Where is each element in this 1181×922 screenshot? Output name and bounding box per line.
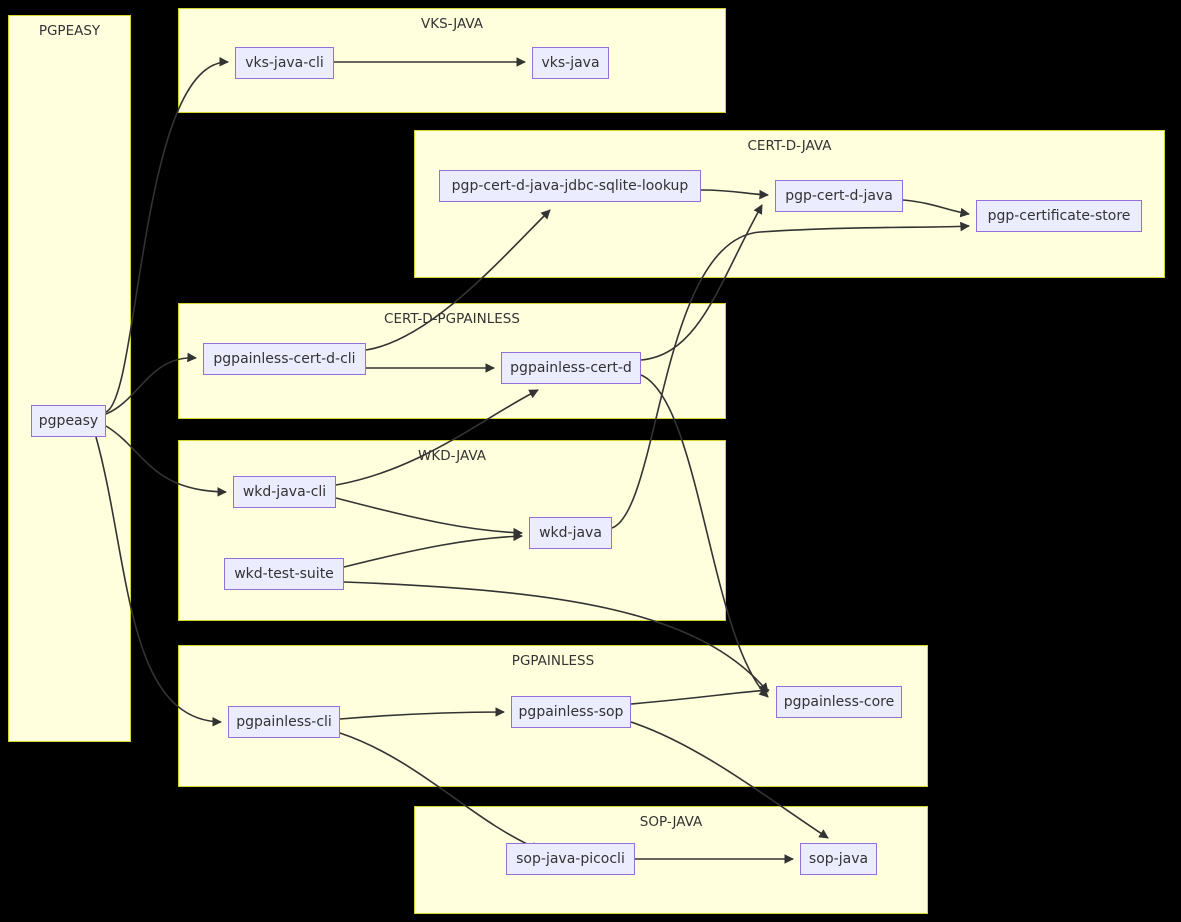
node-label-sop-java: sop-java bbox=[808, 851, 869, 867]
cluster-label-pgpainless: PGPAINLESS bbox=[511, 653, 595, 669]
node-label-vks-java-cli: vks-java-cli bbox=[245, 55, 324, 71]
node-pgpainless-cert-d[interactable]: pgpainless-cert-d bbox=[501, 352, 641, 384]
node-wkd-java-cli[interactable]: wkd-java-cli bbox=[233, 476, 336, 508]
node-pgpainless-core[interactable]: pgpainless-core bbox=[776, 686, 902, 718]
cluster-label-sop_java: SOP-JAVA bbox=[639, 814, 703, 830]
node-label-pgp-cert-d-java: pgp-cert-d-java bbox=[785, 188, 893, 204]
cluster-label-vks_java: VKS-JAVA bbox=[420, 16, 483, 32]
node-pgpainless-cert-d-cli[interactable]: pgpainless-cert-d-cli bbox=[203, 343, 366, 375]
cluster-wkd_java: WKD-JAVA bbox=[178, 440, 726, 621]
node-vks-java[interactable]: vks-java bbox=[532, 47, 609, 79]
node-wkd-test-suite[interactable]: wkd-test-suite bbox=[224, 558, 344, 590]
cluster-label-cert_d_pgpainless: CERT-D-PGPAINLESS bbox=[384, 311, 520, 327]
cluster-label-cert_d_java: CERT-D-JAVA bbox=[747, 138, 832, 154]
node-label-pgp-cert-d-java-jdbc-sqlite-lookup: pgp-cert-d-java-jdbc-sqlite-lookup bbox=[451, 178, 689, 194]
node-pgpainless-cli[interactable]: pgpainless-cli bbox=[228, 706, 340, 738]
node-label-wkd-test-suite: wkd-test-suite bbox=[234, 566, 334, 582]
node-label-pgpainless-cli: pgpainless-cli bbox=[236, 714, 332, 730]
cluster-label-wkd_java: WKD-JAVA bbox=[418, 448, 486, 464]
node-wkd-java[interactable]: wkd-java bbox=[529, 517, 612, 549]
node-label-pgpainless-core: pgpainless-core bbox=[783, 694, 895, 710]
node-pgp-certificate-store[interactable]: pgp-certificate-store bbox=[976, 200, 1142, 232]
node-pgp-cert-d-java[interactable]: pgp-cert-d-java bbox=[775, 180, 903, 212]
node-label-pgpeasy: pgpeasy bbox=[38, 413, 99, 429]
node-label-pgp-certificate-store: pgp-certificate-store bbox=[987, 208, 1131, 224]
node-pgpeasy[interactable]: pgpeasy bbox=[31, 405, 106, 437]
node-label-vks-java: vks-java bbox=[541, 55, 600, 71]
node-label-sop-java-picocli: sop-java-picocli bbox=[516, 851, 625, 867]
node-label-pgpainless-sop: pgpainless-sop bbox=[518, 704, 624, 720]
node-label-pgpainless-cert-d-cli: pgpainless-cert-d-cli bbox=[213, 351, 356, 367]
node-label-wkd-java: wkd-java bbox=[539, 525, 602, 541]
cluster-pgpeasy: PGPEASY bbox=[8, 15, 131, 742]
node-vks-java-cli[interactable]: vks-java-cli bbox=[235, 47, 334, 79]
cluster-label-pgpeasy: PGPEASY bbox=[38, 23, 101, 39]
node-pgp-cert-d-java-jdbc-sqlite-lookup[interactable]: pgp-cert-d-java-jdbc-sqlite-lookup bbox=[439, 170, 701, 202]
node-pgpainless-sop[interactable]: pgpainless-sop bbox=[511, 696, 631, 728]
node-label-wkd-java-cli: wkd-java-cli bbox=[242, 484, 327, 500]
node-sop-java-picocli[interactable]: sop-java-picocli bbox=[506, 843, 635, 875]
node-sop-java[interactable]: sop-java bbox=[800, 843, 877, 875]
node-label-pgpainless-cert-d: pgpainless-cert-d bbox=[510, 360, 632, 376]
